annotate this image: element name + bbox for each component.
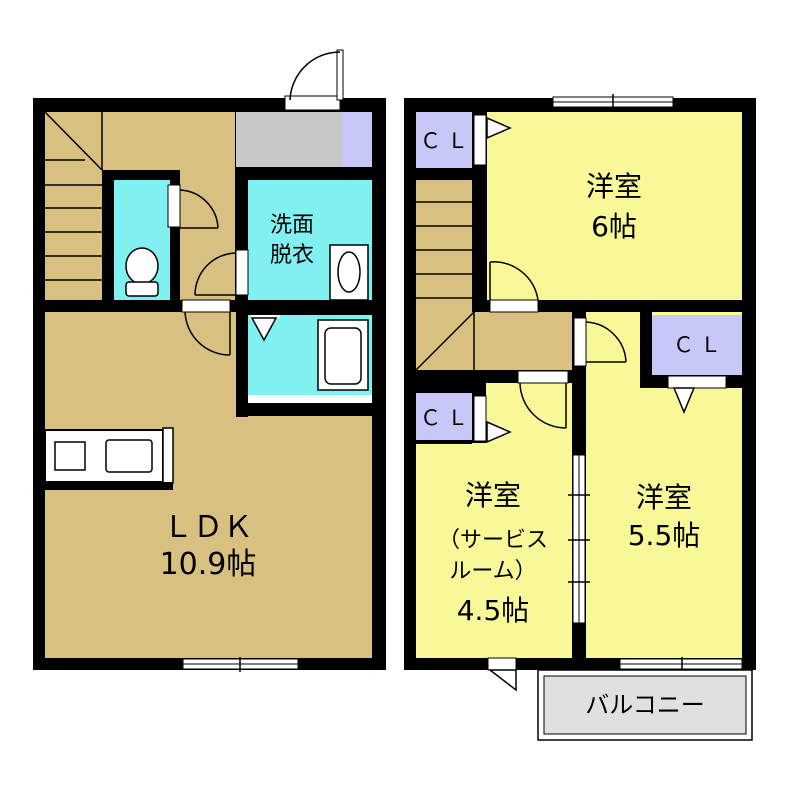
toilet-icon <box>125 247 159 297</box>
hallway-2f <box>474 312 572 370</box>
window-room-6 <box>552 94 674 110</box>
room-6-label: 洋室 <box>586 170 642 203</box>
closet-r-label: ＣＬ <box>673 333 727 357</box>
entrance-door <box>284 49 344 111</box>
wall-wash-top <box>236 167 372 180</box>
closet-ml-door <box>473 395 512 444</box>
closet-ml-label: ＣＬ <box>420 406 474 430</box>
window-room-55 <box>619 657 743 672</box>
stairs-area-2f <box>416 180 474 370</box>
wall-closet-r-left <box>640 312 652 388</box>
ldk-label: ＬＤＫ <box>163 510 253 545</box>
sliding-partition <box>568 454 590 624</box>
stairs-1f <box>44 111 103 281</box>
room-45-floor <box>416 443 572 658</box>
window-ldk <box>182 657 299 672</box>
bathroom-sill <box>248 395 372 403</box>
ldk-door <box>181 299 231 356</box>
room-55-door <box>573 317 627 367</box>
ldk-size-label: 10.9帖 <box>160 547 257 582</box>
closet-right <box>652 315 742 375</box>
closet-tl-door <box>473 114 512 166</box>
closet-mid-left <box>416 393 472 443</box>
room-45-size: 4.5帖 <box>457 594 530 627</box>
wall-bath-top <box>248 300 372 315</box>
stairs-2f <box>415 201 475 371</box>
bath-door <box>250 315 280 342</box>
wall-room6-bottom <box>472 300 742 312</box>
room-6-floor <box>487 112 742 300</box>
room-55-size: 5.5帖 <box>628 519 701 552</box>
washroom-label-line2: 脱衣 <box>270 243 314 268</box>
room-45-label: 洋室 <box>465 479 521 512</box>
room-6-door <box>489 261 539 313</box>
storage-gray <box>236 112 342 167</box>
toilet-door <box>167 184 219 229</box>
room-45-line3: ルーム） <box>449 559 536 584</box>
storage-closet <box>342 112 372 167</box>
balcony <box>537 669 753 741</box>
hallway-lower-1f <box>180 170 235 300</box>
washroom-label-line1: 洗面 <box>270 213 314 238</box>
washroom-door <box>194 249 249 296</box>
hallway-1f <box>102 112 235 170</box>
room-45-door <box>517 370 569 429</box>
balcony-label: バルコニー <box>585 691 705 719</box>
kitchen-counter-icon <box>44 427 174 490</box>
wall-closet-ml-bottom <box>416 440 472 444</box>
wall-toilet-top <box>102 170 180 180</box>
wall-closet-tl-bottom <box>416 168 487 180</box>
closet-tl-label: ＣＬ <box>420 129 474 153</box>
first-floor: 洗面 脱衣 ＬＤＫ 10.9帖 <box>33 49 386 672</box>
stairs-area-1f <box>45 112 102 300</box>
wall-toilet-right <box>170 170 180 312</box>
bathtub-icon <box>317 319 369 391</box>
balcony-door <box>487 657 517 692</box>
room-6-size: 6帖 <box>591 210 637 243</box>
closet-r-door <box>667 375 727 414</box>
closet-top-left <box>416 112 472 168</box>
wall-bath-bottom <box>236 403 372 416</box>
wall-toilet-left <box>102 170 114 312</box>
room-45-line2: （サービス <box>438 528 548 553</box>
second-floor: ＣＬ ＣＬ ＣＬ 洋室 6帖 洋室 5.5帖 洋室 （サービス ルーム） 4.5… <box>404 94 756 741</box>
washbasin-icon <box>329 244 369 301</box>
room-55-label: 洋室 <box>636 481 692 514</box>
